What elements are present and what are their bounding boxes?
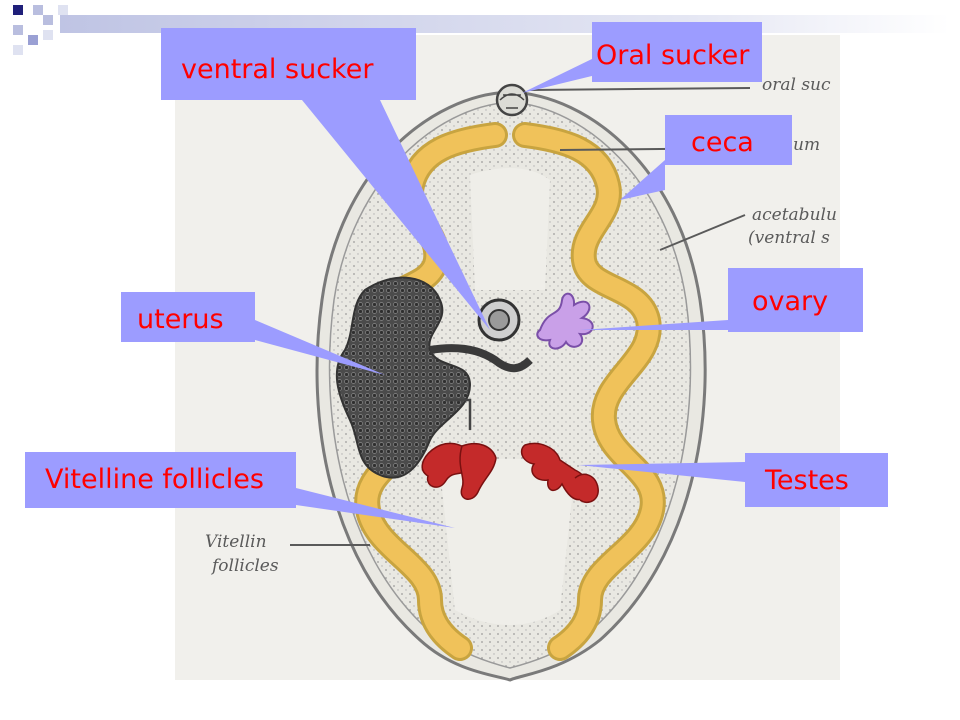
- label-ventral-sucker: ventral sucker: [161, 28, 416, 100]
- label-vitelline-follicles: Vitelline follicles: [25, 452, 296, 508]
- ventral-sucker: [477, 298, 521, 342]
- pointer-oral-sucker: [522, 57, 596, 93]
- pointer-vitelline-follicles: [296, 488, 455, 528]
- ovary: [536, 292, 594, 350]
- pointer-ceca: [620, 160, 665, 200]
- label-oral-sucker: Oral sucker: [592, 22, 762, 82]
- handwritten-follicles: follicles: [212, 556, 279, 576]
- pointer-testes: [578, 462, 745, 482]
- oral-sucker: [495, 83, 529, 117]
- handwritten-ventral-s: (ventral s: [748, 228, 830, 248]
- pointer-ventral-sucker: [302, 100, 490, 330]
- corner-decoration: [0, 0, 75, 60]
- testes: [421, 442, 599, 504]
- pointer-uterus: [255, 320, 385, 375]
- label-ceca: ceca: [665, 115, 792, 165]
- handwritten-vitellin: Vitellin: [205, 532, 267, 552]
- handwritten-acetabulum: acetabulu: [752, 205, 837, 225]
- uterus: [335, 276, 472, 479]
- pointer-ovary: [580, 320, 728, 330]
- label-testes: Testes: [745, 453, 888, 507]
- label-uterus: uterus: [121, 292, 255, 342]
- handwritten-oral-suc: oral suc: [762, 75, 831, 95]
- handwritten-um: um: [793, 135, 821, 155]
- label-ovary: ovary: [728, 268, 863, 332]
